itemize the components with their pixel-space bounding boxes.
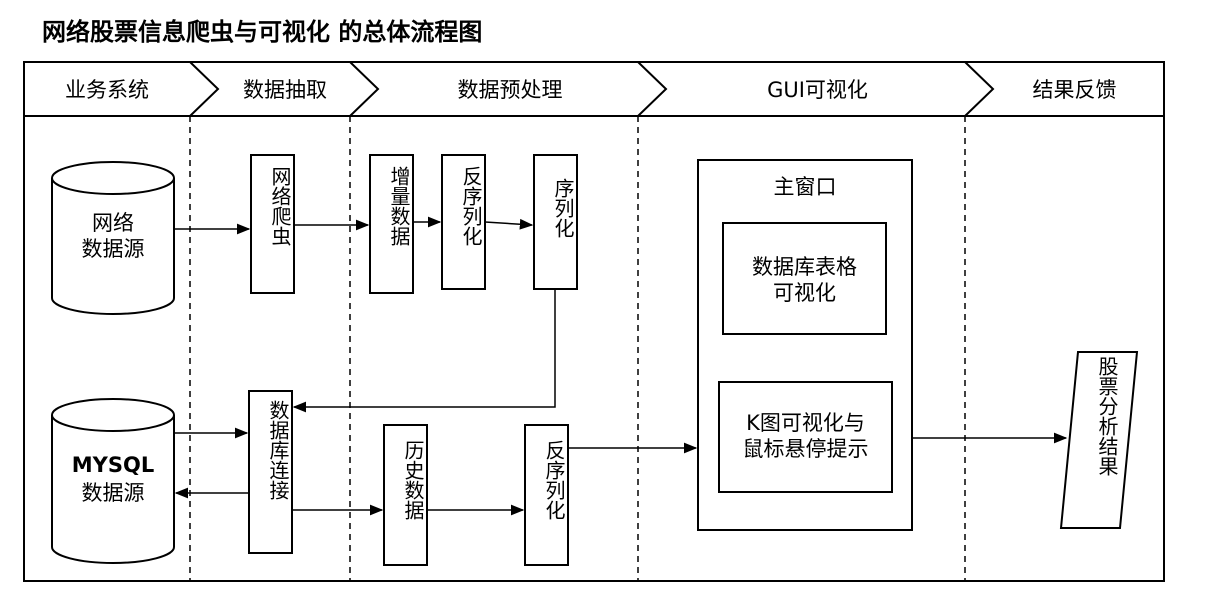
history-label: 历史数据 — [401, 440, 425, 520]
arrow-serialize-to-dbconnect — [292, 289, 556, 413]
incremental-label: 增量数据 — [387, 166, 411, 246]
result-label: 股票分析结果 — [1095, 356, 1119, 476]
result-parallelogram — [1059, 351, 1139, 529]
db-table-box — [722, 222, 887, 335]
lane-chevron-2 — [349, 61, 380, 117]
main-window-title: 主窗口 — [773, 175, 837, 199]
history-box — [383, 424, 428, 566]
mysql-source-cylinder — [51, 398, 175, 564]
lane-preprocessing: 数据预处理 — [457, 78, 563, 102]
incremental-box — [369, 154, 414, 294]
deserialize2-label: 反序列化 — [542, 440, 566, 520]
crawler-label: 网络爬虫 — [268, 166, 292, 246]
deserialize1-box — [441, 154, 486, 290]
lane-gui-visualization: GUI可视化 — [767, 78, 868, 102]
lane-data-extraction: 数据抽取 — [243, 78, 327, 102]
deserialize2-box — [524, 424, 569, 566]
diagram-title: 网络股票信息爬虫与可视化 的总体流程图 — [42, 18, 483, 46]
kchart-box — [718, 381, 893, 493]
db-connect-label: 数据库连接 — [266, 400, 290, 500]
arrow-deserialize-to-serialize — [484, 218, 534, 230]
lane-business-system: 业务系统 — [65, 78, 149, 102]
mysql-label: MYSQL — [71, 453, 155, 477]
db-connect-box — [248, 390, 293, 554]
serialize-box — [533, 154, 578, 290]
lane-chevron-1 — [189, 61, 220, 117]
net-source-label: 网络 数据源 — [81, 211, 145, 262]
diagram-frame — [23, 61, 1165, 582]
lane-result-feedback: 结果反馈 — [1032, 78, 1117, 102]
crawler-box — [250, 154, 295, 294]
lane-chevron-3 — [637, 61, 668, 117]
db-table-label: 数据库表格 可视化 — [752, 255, 857, 306]
kchart-label: K图可视化与 鼠标悬停提示 — [742, 411, 869, 462]
deserialize1-label: 反序列化 — [459, 166, 483, 246]
mysql-source-label: 数据源 — [81, 481, 145, 505]
lane-chevron-4 — [964, 61, 995, 117]
serialize-label: 序列化 — [551, 178, 575, 238]
net-source-cylinder — [51, 161, 175, 315]
